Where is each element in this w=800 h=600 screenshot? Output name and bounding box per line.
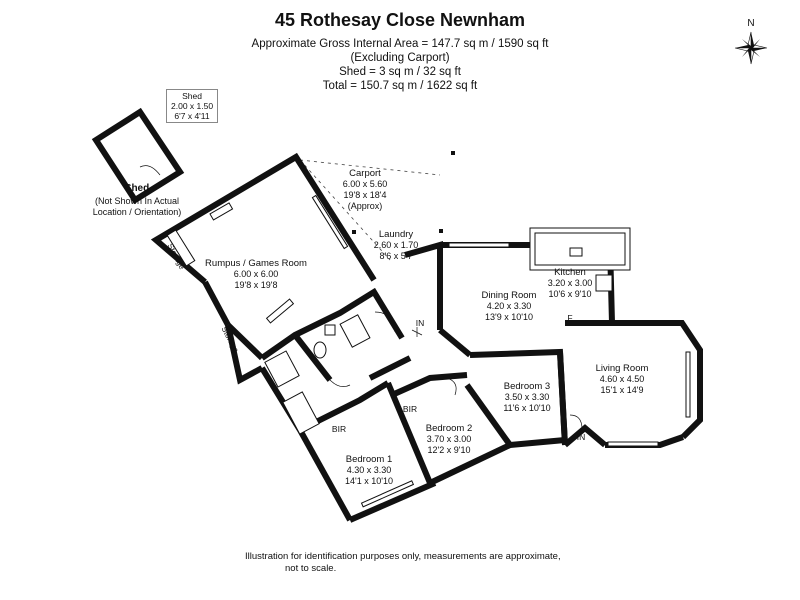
kitchen-name: Kitchen — [554, 267, 586, 278]
carport-note: (Approx) — [347, 201, 383, 211]
carport-name: Carport — [349, 168, 381, 179]
entry-label-dining: IN — [415, 318, 425, 328]
carport-metric: 6.00 x 5.60 — [342, 179, 388, 189]
compass: N — [733, 18, 769, 68]
bedroom-1-name: Bedroom 1 — [345, 454, 393, 465]
bir-label-bedroom-2: BIR — [402, 404, 418, 414]
living-metric: 4.60 x 4.50 — [599, 374, 645, 384]
room-label-rumpus: Rumpus / Games Room 6.00 x 6.00 19'8 x 1… — [205, 258, 307, 291]
bedroom-2-metric: 3.70 x 3.00 — [426, 434, 472, 444]
carport-outline — [299, 159, 441, 261]
laundry-imperial: 8'6 x 5'7 — [379, 251, 413, 261]
compass-rose-icon — [734, 31, 768, 65]
fridge-label: F — [567, 313, 573, 323]
shed-note-2: Location / Orientation) — [92, 207, 182, 217]
room-label-bedroom-2: Bedroom 2 3.70 x 3.00 12'2 x 9'10 — [426, 423, 472, 456]
room-label-laundry: Laundry 2.60 x 1.70 8'6 x 5'7 — [374, 229, 419, 262]
bedroom-1-imperial: 14'1 x 10'10 — [345, 476, 393, 486]
carport-imperial: 19'8 x 18'4 — [343, 190, 387, 200]
shed-box-metric: 2.00 x 1.50 — [171, 101, 214, 111]
disclaimer-line-2: not to scale. — [285, 563, 337, 574]
rumpus-imperial: 19'8 x 19'8 — [234, 280, 278, 290]
bedroom-3-name: Bedroom 3 — [503, 381, 551, 392]
bedroom-2-name: Bedroom 2 — [425, 423, 473, 434]
entry-label-living: IN — [576, 432, 586, 442]
room-label-living: Living Room 4.60 x 4.50 15'1 x 14'9 — [596, 363, 649, 396]
house-walls — [150, 152, 703, 523]
shed-note-1: (Not Shown In Actual — [94, 196, 180, 206]
dining-metric: 4.20 x 3.30 — [486, 301, 532, 311]
laundry-name: Laundry — [378, 229, 414, 240]
area-line-1: Approximate Gross Internal Area = 147.7 … — [251, 38, 549, 50]
dining-imperial: 13'9 x 10'10 — [485, 312, 533, 322]
plan-title: 45 Rothesay Close Newnham — [274, 10, 526, 30]
shed-walls — [91, 107, 185, 205]
compass-north-label: N — [747, 18, 755, 29]
room-label-bedroom-3: Bedroom 3 3.50 x 3.30 11'6 x 10'10 — [503, 381, 550, 414]
room-label-dining: Dining Room 4.20 x 3.30 13'9 x 10'10 — [482, 290, 537, 323]
shed-caption: Shed — [124, 183, 150, 194]
bathroom-fixtures — [209, 202, 371, 435]
rumpus-name: Rumpus / Games Room — [205, 258, 307, 269]
shed-dimension-box: Shed 2.00 x 1.50 6'7 x 4'11 — [166, 89, 219, 123]
living-imperial: 15'1 x 14'9 — [600, 385, 644, 395]
bedroom-2-imperial: 12'2 x 9'10 — [427, 445, 471, 455]
shed-box-imperial: 6'7 x 4'11 — [174, 111, 210, 121]
carport-posts — [352, 151, 455, 234]
disclaimer-line-1: Illustration for identification purposes… — [245, 551, 561, 562]
area-line-4: Total = 150.7 sq m / 1622 sq ft — [322, 80, 478, 92]
living-name: Living Room — [595, 363, 649, 374]
area-line-2: (Excluding Carport) — [350, 52, 450, 64]
room-label-bedroom-1: Bedroom 1 4.30 x 3.30 14'1 x 10'10 — [345, 454, 393, 487]
room-label-kitchen: Kitchen 3.20 x 3.00 10'6 x 9'10 — [548, 267, 593, 300]
kitchen-bench — [529, 227, 631, 292]
rumpus-metric: 6.00 x 6.00 — [233, 269, 279, 279]
disclaimer: Illustration for identification purposes… — [245, 551, 565, 575]
window-marks — [166, 194, 691, 508]
bedroom-1-metric: 4.30 x 3.30 — [346, 465, 392, 475]
laundry-metric: 2.60 x 1.70 — [373, 240, 419, 250]
kitchen-imperial: 10'6 x 9'10 — [548, 289, 592, 299]
dining-name: Dining Room — [481, 290, 537, 301]
bir-label-bedroom-1: BIR — [331, 424, 347, 434]
bedroom-3-metric: 3.50 x 3.30 — [504, 392, 550, 402]
shed-box-name: Shed — [182, 91, 202, 101]
door-swings — [329, 311, 583, 430]
area-line-3: Shed = 3 sq m / 32 sq ft — [339, 66, 461, 78]
kitchen-metric: 3.20 x 3.00 — [547, 278, 593, 288]
room-label-carport: Carport 6.00 x 5.60 19'8 x 18'4 (Approx) — [343, 168, 388, 212]
bedroom-3-imperial: 11'6 x 10'10 — [503, 403, 551, 413]
